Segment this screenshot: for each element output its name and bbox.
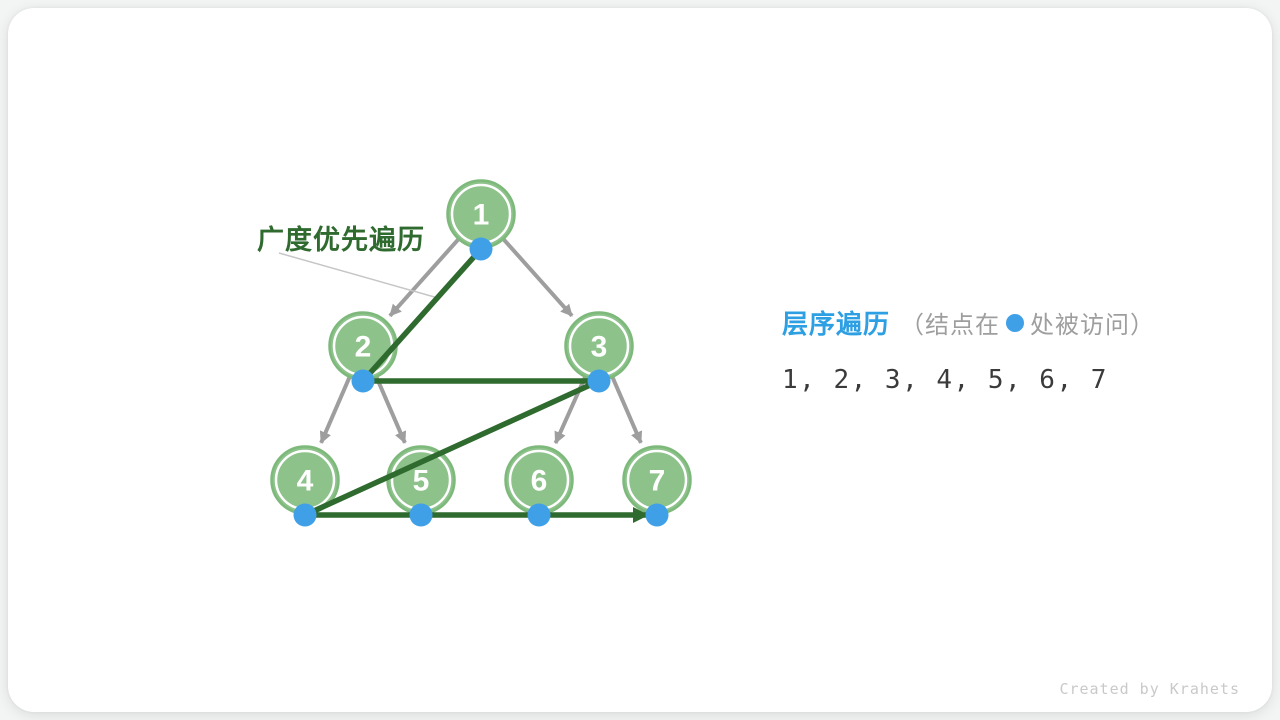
legend-panel: 层序遍历 （结点在 处被访问） 1, 2, 3, 4, 5, 6, 7 — [782, 304, 1155, 395]
visit-dot — [351, 369, 375, 393]
visit-dot — [409, 503, 433, 527]
tree-node-label: 5 — [413, 465, 430, 498]
binary-tree-diagram: 1 2 3 4 5 6 7 — [270, 179, 692, 527]
tree-node: 5 — [386, 445, 456, 515]
tree-node-label: 1 — [473, 199, 490, 232]
note-suffix: 处被访问） — [1030, 312, 1156, 339]
tree-node: 1 — [446, 179, 516, 249]
visit-dot-icon — [1006, 313, 1025, 332]
visit-dot — [469, 237, 493, 261]
note-prefix: （结点在 — [900, 312, 1001, 339]
level-order-heading: 层序遍历 — [782, 309, 891, 339]
tree-node-label: 2 — [355, 331, 372, 364]
legend-heading-row: 层序遍历 （结点在 处被访问） — [782, 304, 1155, 341]
bfs-label-callout-line — [278, 252, 439, 299]
visit-dot — [587, 369, 611, 393]
tree-node: 2 — [328, 311, 398, 381]
tree-node-label: 7 — [649, 465, 666, 498]
traversal-sequence: 1, 2, 3, 4, 5, 6, 7 — [782, 365, 1108, 395]
visit-dot — [645, 503, 669, 527]
canvas-card: 1 2 3 4 5 6 7 广度优先遍历 层序遍历 （结点在 处被访问） 1, 2, 3, … — [8, 8, 1272, 712]
visit-dot — [293, 503, 317, 527]
legend-note: （结点在 处被访问） — [900, 305, 1155, 340]
tree-node: 7 — [622, 445, 692, 515]
tree-node: 6 — [504, 445, 574, 515]
bfs-traversal-label: 广度优先遍历 — [257, 225, 425, 255]
tree-node-label: 3 — [591, 331, 608, 364]
tree-node: 3 — [564, 311, 634, 381]
tree-node-label: 6 — [531, 465, 548, 498]
visit-dot — [527, 503, 551, 527]
tree-node-label: 4 — [297, 465, 314, 498]
tree-node: 4 — [270, 445, 340, 515]
credit-text: Created by Krahets — [1059, 680, 1240, 698]
